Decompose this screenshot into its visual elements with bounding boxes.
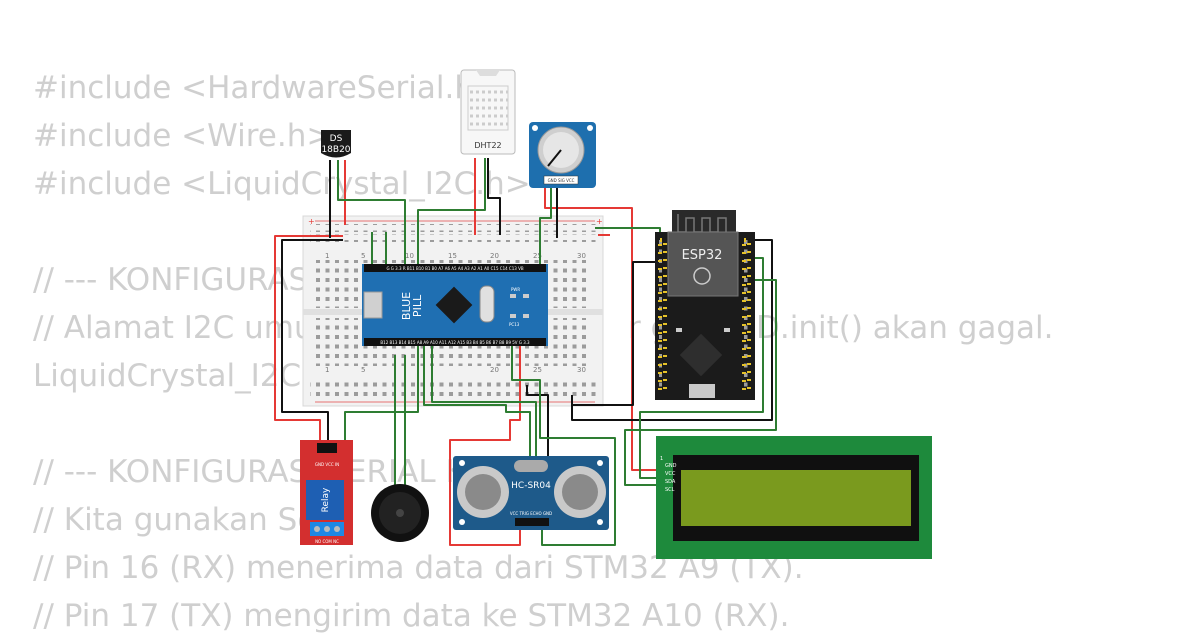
- code-line: #include <LiquidCrystal_I2C.h>: [33, 166, 531, 202]
- col-label: 5: [361, 252, 365, 260]
- relay-terminal-labels: NO COM NC: [315, 539, 339, 544]
- code-line: // Alamat I2C umu: [33, 310, 314, 346]
- esp32-label: ESP32: [682, 248, 723, 263]
- col-label: 1: [325, 366, 329, 374]
- ds18b20-sensor[interactable]: DS 18B20: [321, 130, 351, 158]
- col-label: 15: [448, 252, 457, 260]
- code-line: // Kita gunakan Se: [33, 502, 317, 538]
- lcd-pin-label: SCL: [665, 487, 675, 493]
- hcsr04-pin-labels: VCC TRIG ECHO GND: [510, 511, 552, 516]
- col-label: 10: [405, 252, 414, 260]
- lcd-1602-i2c[interactable]: 1 GND VCC SDA SCL: [656, 436, 932, 559]
- code-line: #include <HardwareSerial.h>: [33, 70, 500, 106]
- ds18b20-label: 18B20: [321, 145, 350, 155]
- pc13-label: PC13: [509, 322, 520, 327]
- bluepill-top-pins: G G 3.3 R B11 B10 B1 B0 A7 A6 A5 A4 A3 A…: [386, 266, 523, 271]
- ds18b20-label: DS: [330, 134, 343, 144]
- potentiometer[interactable]: GND SIG VCC: [529, 122, 596, 188]
- lcd-pin-1: 1: [660, 456, 663, 462]
- col-label: 20: [490, 252, 499, 260]
- usb-port: [363, 291, 383, 319]
- col-label: 25: [533, 366, 542, 374]
- col-label: 25: [533, 252, 542, 260]
- pwr-label: PWR: [511, 287, 520, 292]
- lcd-screen: [681, 470, 911, 526]
- bluepill-bottom-pins: B12 B13 B14 B15 A8 A9 A10 A11 A12 A15 B3…: [380, 340, 530, 345]
- col-label: 30: [577, 366, 586, 374]
- esp32-usb-port: [689, 384, 715, 398]
- rail-plus-label: +: [596, 217, 603, 226]
- bluepill-board[interactable]: G G 3.3 R B11 B10 B1 B0 A7 A6 A5 A4 A3 A…: [362, 264, 548, 346]
- hcsr04-sensor[interactable]: HC-SR04 VCC TRIG ECHO GND: [453, 456, 609, 530]
- col-label: 30: [577, 252, 586, 260]
- crystal: [479, 285, 495, 323]
- relay-label: Relay: [321, 487, 331, 512]
- code-line: LiquidCrystal_I2C l: [33, 358, 320, 394]
- col-label: 20: [490, 366, 499, 374]
- hcsr04-label: HC-SR04: [511, 481, 551, 491]
- lcd-pin-label: VCC: [665, 471, 676, 477]
- rail-plus-label: +: [308, 217, 315, 226]
- relay-module[interactable]: GND VCC IN Relay NO COM NC: [300, 440, 353, 545]
- esp32-board[interactable]: ESP32: [655, 210, 755, 400]
- code-line: #include <Wire.h>: [33, 118, 333, 154]
- relay-pin-labels: GND VCC IN: [315, 462, 339, 467]
- mcu-chip: [435, 286, 473, 324]
- dht22-sensor[interactable]: DHT22: [460, 69, 516, 155]
- lcd-pin-label: GND: [665, 463, 677, 469]
- bluepill-label: BLUE: [400, 292, 413, 320]
- col-label: 5: [361, 366, 365, 374]
- col-label: 1: [325, 252, 329, 260]
- dht22-label: DHT22: [474, 141, 501, 150]
- hcsr04-crystal: [514, 460, 548, 472]
- pot-pin-labels: GND SIG VCC: [548, 178, 575, 183]
- code-line: // Pin 17 (TX) mengirim data ke STM32 A1…: [33, 598, 790, 634]
- lcd-pin-label: SDA: [665, 479, 676, 485]
- bluepill-label: PILL: [411, 294, 424, 317]
- buzzer[interactable]: [371, 484, 429, 542]
- code-line-fragment: D.init() akan gagal.: [756, 310, 1054, 346]
- espressif-logo-icon: [693, 267, 711, 285]
